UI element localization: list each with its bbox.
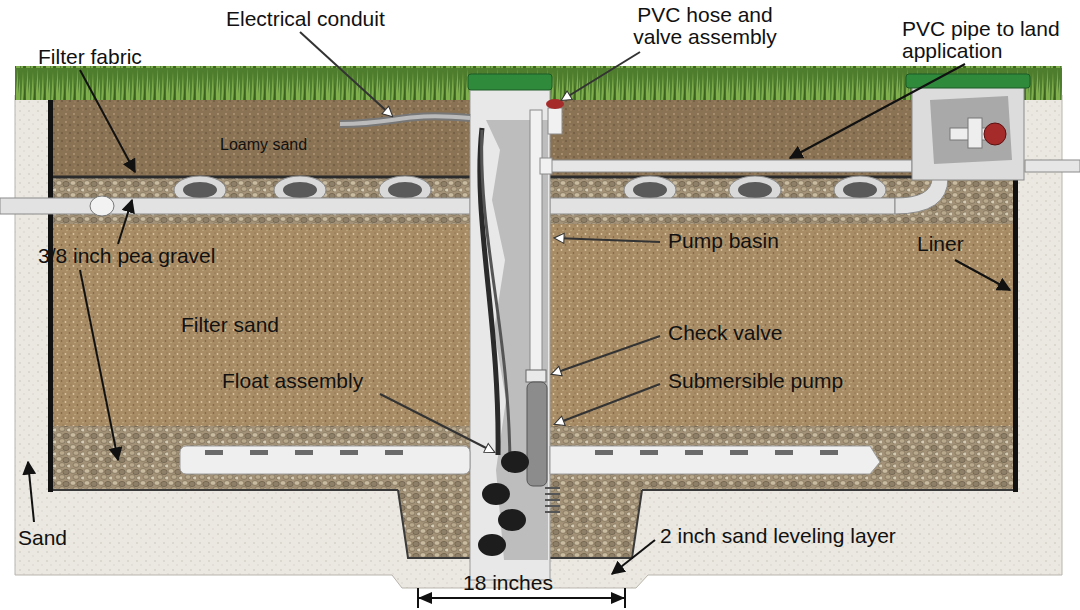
valve-box <box>912 84 1024 180</box>
slot <box>295 450 313 455</box>
slot <box>775 450 793 455</box>
leader-line <box>300 32 392 116</box>
slot <box>820 450 838 455</box>
inlet-valve <box>90 196 114 216</box>
leader-line <box>555 384 660 424</box>
submersible-pump <box>527 382 547 486</box>
part-label: Filter sand <box>181 314 279 336</box>
part-label: Loamy sand <box>220 134 307 156</box>
part-label: Electrical conduit <box>226 8 385 30</box>
slot <box>730 450 748 455</box>
valve-handle <box>984 123 1006 145</box>
leader-line <box>80 70 135 172</box>
pipe-bore <box>738 182 772 198</box>
coil-turn <box>545 511 560 513</box>
part-label: Filter fabric <box>38 46 142 68</box>
part-label: 18 inches <box>463 572 553 594</box>
discharge-pipe <box>1025 160 1080 172</box>
inlet-pipe <box>0 198 470 214</box>
leader-line <box>562 52 640 100</box>
slot <box>340 450 358 455</box>
leader-line <box>552 336 660 374</box>
electrical-conduit <box>340 116 470 124</box>
riser-pipe <box>530 110 542 372</box>
float <box>501 451 529 473</box>
float-cable <box>482 130 510 470</box>
float <box>482 483 510 505</box>
riser-tee <box>540 158 552 174</box>
liner-wall <box>48 96 53 492</box>
pipe-bore <box>183 182 217 198</box>
coil-turn <box>545 487 560 489</box>
coil-turn <box>545 493 560 495</box>
part-label: Check valve <box>668 322 782 344</box>
slot <box>640 450 658 455</box>
slot <box>595 450 613 455</box>
basin-lid <box>468 74 552 90</box>
leader-line <box>118 200 132 244</box>
leader-line <box>80 270 118 460</box>
pump-intake-coil <box>545 488 560 512</box>
slot <box>685 450 703 455</box>
discharge-pipe <box>550 160 912 172</box>
coil-turn <box>545 499 560 501</box>
slot <box>385 450 403 455</box>
pipe-bore <box>633 182 667 198</box>
outer-sand <box>15 95 1062 588</box>
leader-line <box>955 260 1010 290</box>
float <box>498 509 526 531</box>
pump-basin <box>470 84 550 580</box>
collector-pipe <box>180 446 470 474</box>
leader-lines <box>28 32 1010 574</box>
dimension-arrow <box>418 592 432 604</box>
part-label: Liner <box>917 233 964 255</box>
slot <box>205 450 223 455</box>
part-label: 2 inch sand leveling layer <box>660 525 896 547</box>
slot <box>250 450 268 455</box>
coil-turn <box>545 505 560 507</box>
part-label: Float assembly <box>222 370 363 392</box>
return-pipe <box>550 198 895 214</box>
collector-pipe <box>550 446 880 474</box>
part-label: 3/8 inch pea gravel <box>38 245 215 267</box>
leader-line <box>28 462 34 522</box>
part-label: Submersible pump <box>668 370 843 392</box>
check-valve <box>526 370 546 382</box>
leader-line <box>380 394 494 452</box>
leader-line <box>555 238 660 242</box>
pipe-bore <box>283 182 317 198</box>
pipe-bore <box>388 182 422 198</box>
pipe-slots <box>205 450 838 455</box>
leader-line <box>790 64 965 158</box>
leader-line <box>612 540 655 574</box>
pipe-elbow <box>895 178 948 214</box>
part-label: PVC pipe to land application <box>902 18 1080 62</box>
pipe-bore <box>843 182 877 198</box>
dimension-line <box>418 597 625 599</box>
part-label: Sand <box>18 527 67 549</box>
part-label: Pump basin <box>668 230 779 252</box>
box-valve-body <box>968 118 982 148</box>
valve-box-cutaway <box>930 96 1012 164</box>
electrical-conduit <box>340 116 470 124</box>
liner-bottom <box>53 489 398 491</box>
float <box>478 534 506 556</box>
dimension-arrow <box>611 592 625 604</box>
part-label: PVC hose and valve assembly <box>630 4 780 48</box>
liner-bottom <box>642 489 1013 491</box>
hose-valve-handle <box>546 99 564 109</box>
hose-valve <box>548 108 562 134</box>
